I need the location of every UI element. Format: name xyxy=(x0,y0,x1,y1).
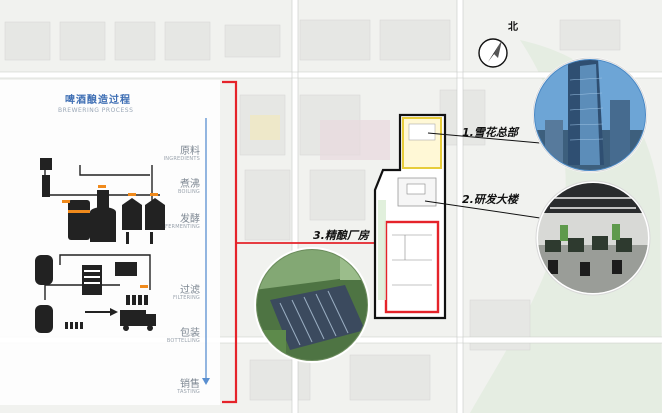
step-bottling-cn: 包装 xyxy=(180,328,200,339)
process-title: 啤酒酿造过程 xyxy=(65,95,131,106)
brewery-photo xyxy=(254,247,370,363)
compass-north-label: 北 xyxy=(508,22,518,33)
brewing-machine-illustration xyxy=(35,158,165,333)
rnd-photo xyxy=(535,180,651,296)
step-bottling-en: BOTTELLING xyxy=(166,338,200,344)
callout-rnd: 2.研发大楼 xyxy=(462,193,518,206)
step-filtering-en: FILTERING xyxy=(172,295,200,301)
compass-icon xyxy=(478,38,508,68)
step-boiling-cn: 煮沸 xyxy=(180,179,200,190)
process-subtitle: BREWERING PROCESS xyxy=(58,107,134,114)
step-boiling-en: BOILING xyxy=(177,189,200,195)
brewery-outline xyxy=(384,220,440,314)
step-fermenting-en: FERMENTING xyxy=(165,224,200,230)
callout-brewery: 3.精酿厂房 xyxy=(313,229,369,242)
step-filtering-cn: 过滤 xyxy=(180,285,200,296)
hq-leader-line xyxy=(427,132,541,144)
red-bracket xyxy=(222,80,238,404)
callout-hq: 1.雪花总部 xyxy=(462,126,518,139)
step-fermenting-cn: 发酵 xyxy=(180,214,200,225)
rnd-leader-line xyxy=(424,200,541,219)
hq-photo xyxy=(532,57,648,173)
step-ingredients-en: INGREDIENTS xyxy=(163,156,200,162)
step-tasting-cn: 销售 xyxy=(180,379,200,390)
timeline-arrowhead xyxy=(202,378,210,385)
step-ingredients-cn: 原料 xyxy=(180,146,200,157)
step-tasting-en: TASTING xyxy=(177,389,200,395)
